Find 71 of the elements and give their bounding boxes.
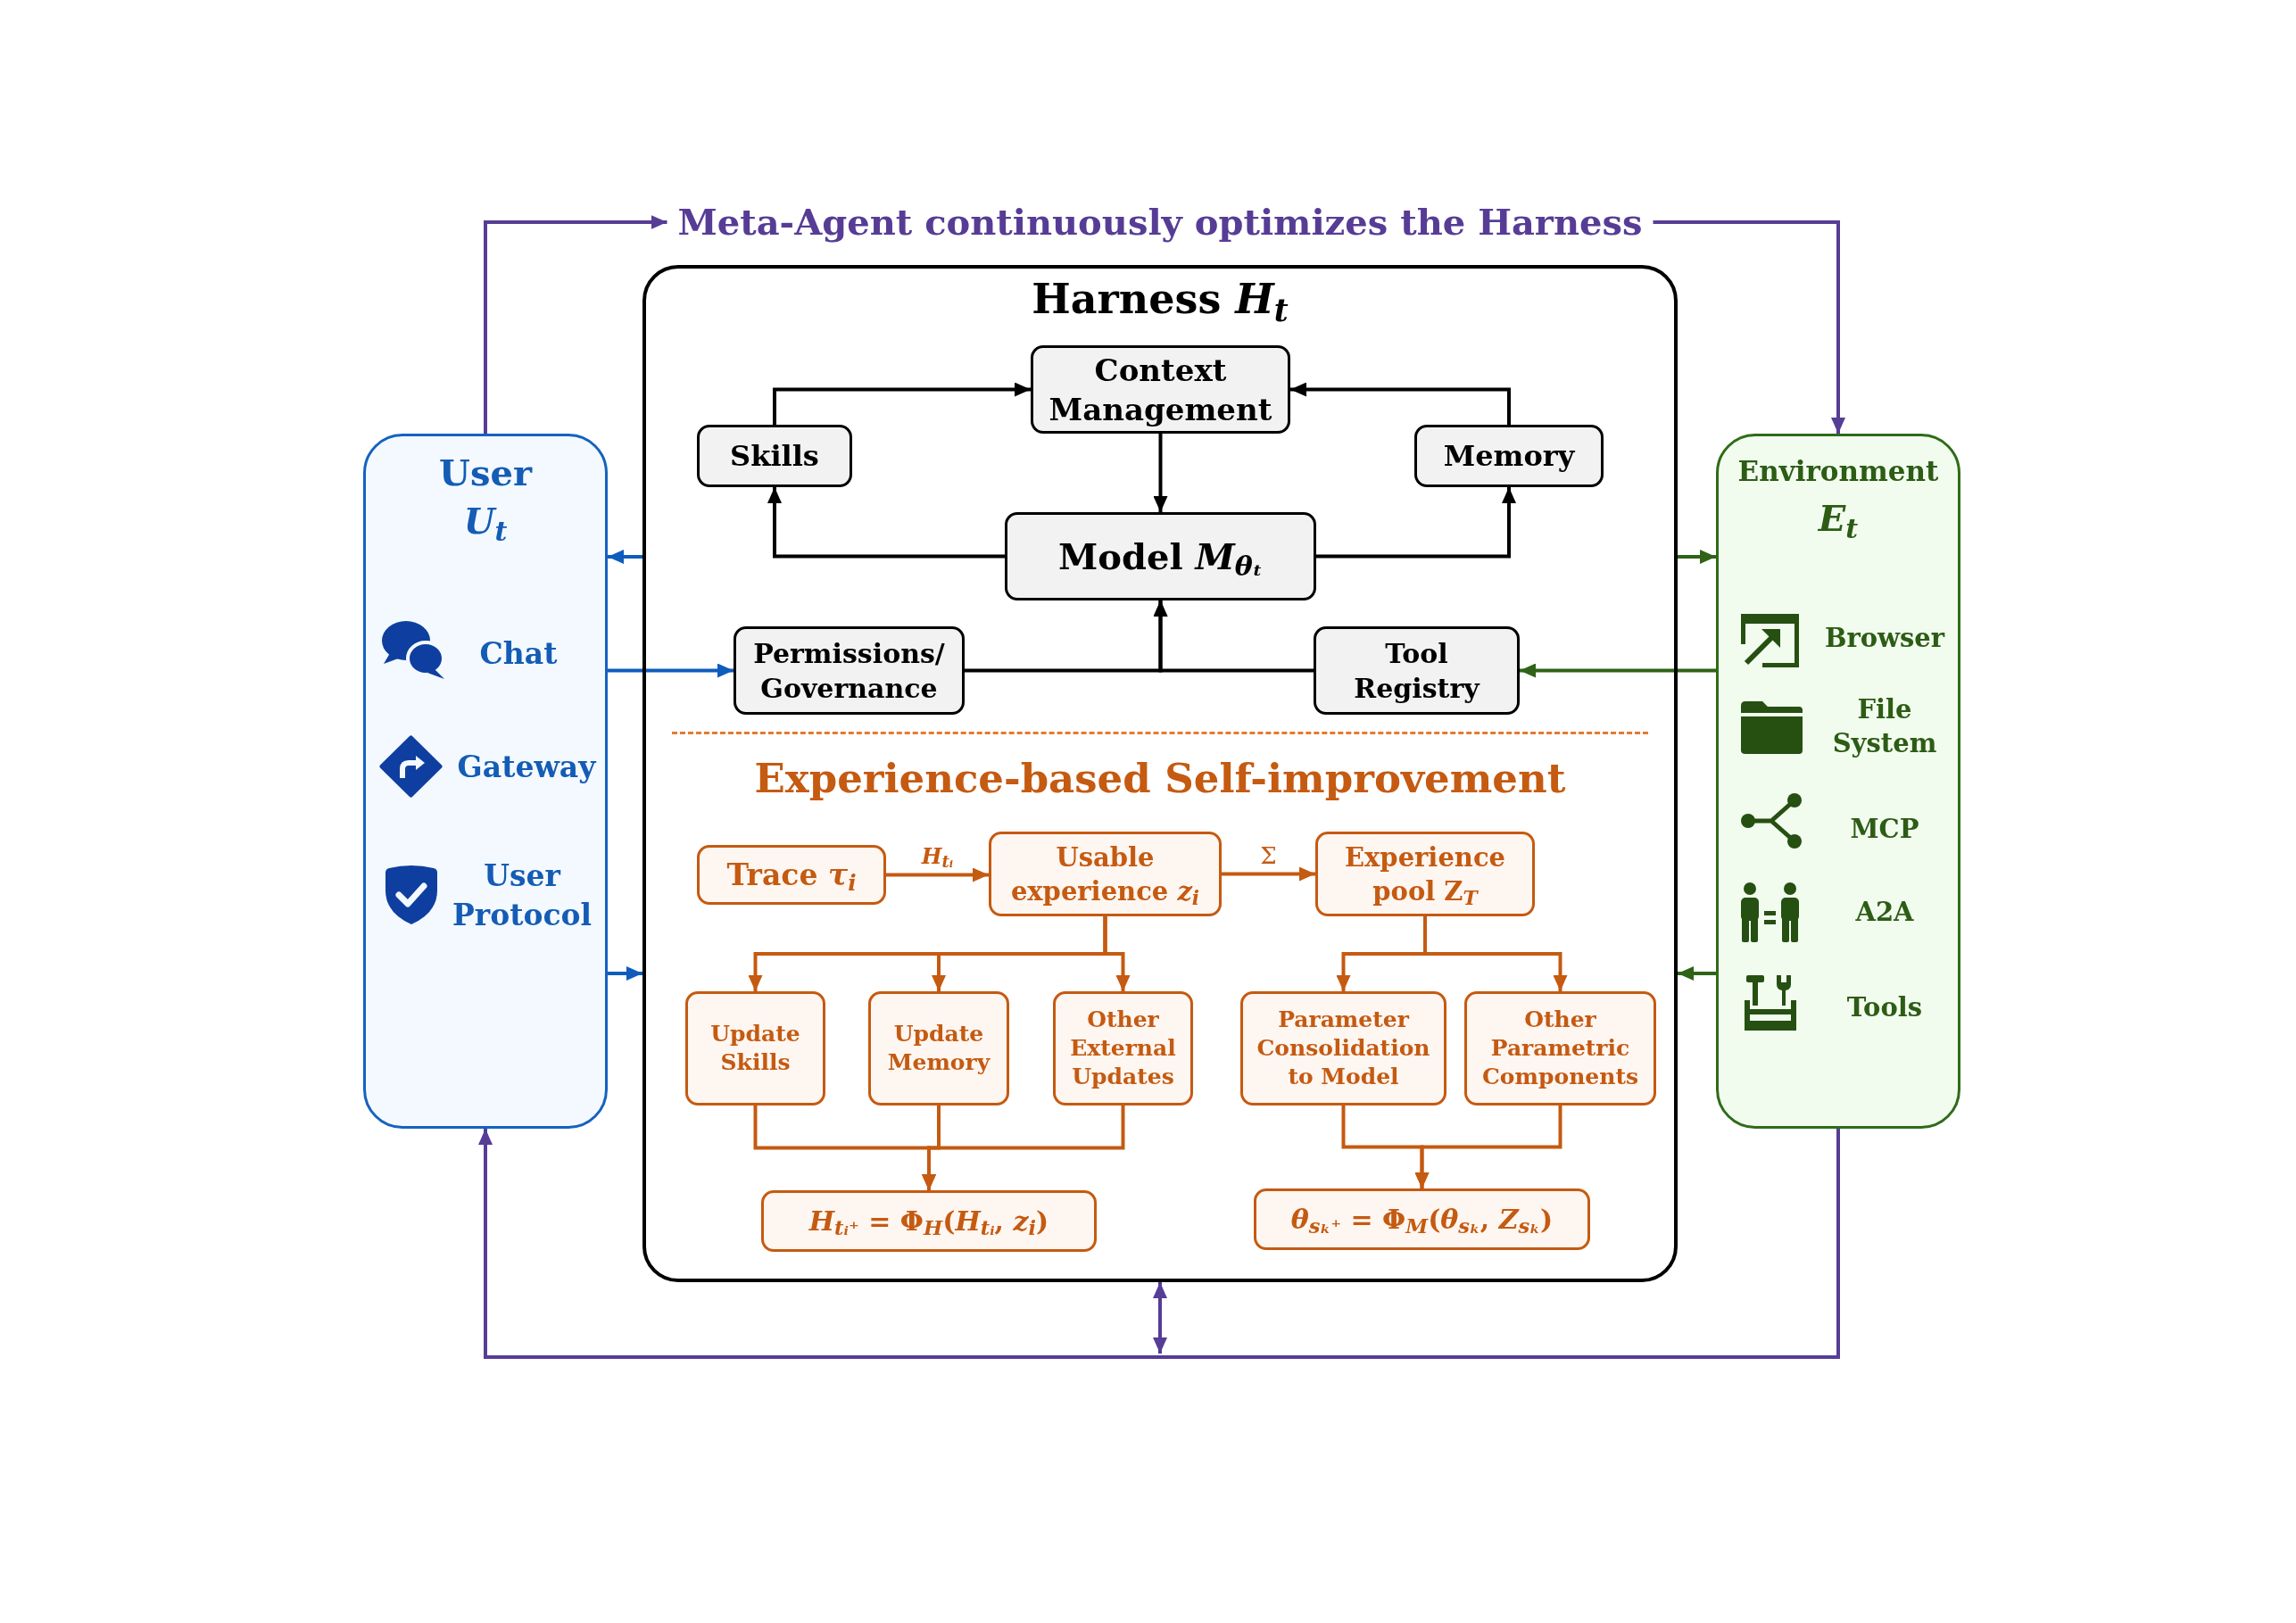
item-label: User Protocol <box>451 857 593 934</box>
item-label: Gateway <box>456 749 598 786</box>
box-label: Experience pool Z$_{T}$ <box>1343 840 1507 908</box>
box-label: Skills <box>730 438 819 474</box>
arrow <box>1103 916 1131 991</box>
box-label: Tool Registry <box>1353 636 1481 706</box>
component-box <box>1414 425 1604 487</box>
component-box <box>734 626 965 715</box>
arrow <box>767 487 1005 559</box>
item-label: MCP <box>1849 813 1920 846</box>
arrow <box>886 867 989 882</box>
formula-box <box>1254 1188 1590 1250</box>
box-label: Model M$_{θₜ}$ <box>1058 534 1263 579</box>
arrow <box>478 1129 1840 1359</box>
box-label: Update Memory <box>886 1020 991 1077</box>
panel-symbol: U$_{t}$ <box>462 499 509 544</box>
component-box <box>1314 626 1520 715</box>
item-label: File System <box>1831 693 1938 760</box>
box-label: Trace τ$_{i}$ <box>726 856 857 894</box>
panel-title: Harness H$_{t}$ <box>1031 274 1289 326</box>
loop-label: Meta-Agent continuously optimizes the Harness <box>667 198 1654 246</box>
box-label: Memory <box>1443 438 1575 474</box>
arrow <box>1222 866 1315 882</box>
arrow <box>1316 487 1516 559</box>
harness-panel <box>642 265 1678 1282</box>
arrow <box>1153 1282 1167 1354</box>
arrow <box>1678 550 1716 564</box>
panel-title: User <box>438 451 534 495</box>
arrow <box>608 663 734 678</box>
item-label: Chat <box>478 635 559 673</box>
box-label: Usable experience z$_{i}$ <box>1009 840 1201 908</box>
process-box <box>1315 832 1535 916</box>
arrow <box>1520 663 1716 678</box>
item-label: Browser <box>1823 622 1946 655</box>
item-label: A2A <box>1854 896 1915 929</box>
box-label: Other Parametric Components <box>1480 1006 1640 1091</box>
panel-symbol: E$_{t}$ <box>1817 496 1860 542</box>
item-label: Tools <box>1845 991 1924 1024</box>
process-box <box>685 991 825 1105</box>
formula-text: θ$_{sₖ⁺}$ = Φ$_{M}$(θ$_{sₖ}$, Z$_{sₖ}$) <box>1290 1202 1554 1238</box>
process-box <box>1053 991 1193 1105</box>
process-box <box>1240 991 1446 1105</box>
process-box <box>989 832 1222 916</box>
component-box <box>1005 512 1316 600</box>
process-box <box>1464 991 1656 1105</box>
formula-text: H$_{tᵢ⁺}$ = Φ$_{H}$(H$_{tᵢ}$, z$_{i}$) <box>808 1204 1049 1239</box>
component-box <box>697 425 852 487</box>
panel-title: Environment <box>1737 454 1940 489</box>
arrow <box>608 550 642 564</box>
arrow <box>773 382 1031 425</box>
arrow <box>1414 1105 1562 1188</box>
arrow <box>1290 382 1511 425</box>
arrow <box>1678 966 1716 981</box>
user-panel <box>363 434 608 1129</box>
box-label: Update Skills <box>709 1020 801 1077</box>
box-label: Parameter Consolidation to Model <box>1256 1006 1431 1091</box>
arrow <box>484 215 667 434</box>
arrow <box>1423 916 1568 991</box>
section-heading: Experience-based Self-improvement <box>753 754 1567 804</box>
formula-box <box>761 1190 1097 1252</box>
component-box <box>1031 345 1290 434</box>
arrow <box>1153 600 1314 673</box>
environment-panel <box>1716 434 1960 1129</box>
box-label: Permissions/ Governance <box>752 636 946 706</box>
arrow <box>1153 434 1168 512</box>
process-box <box>697 845 886 905</box>
box-label: Other External Updates <box>1069 1006 1177 1091</box>
arrow <box>1653 220 1845 434</box>
box-label: Context Management <box>1048 351 1273 429</box>
arrow <box>608 966 642 981</box>
process-box <box>868 991 1009 1105</box>
